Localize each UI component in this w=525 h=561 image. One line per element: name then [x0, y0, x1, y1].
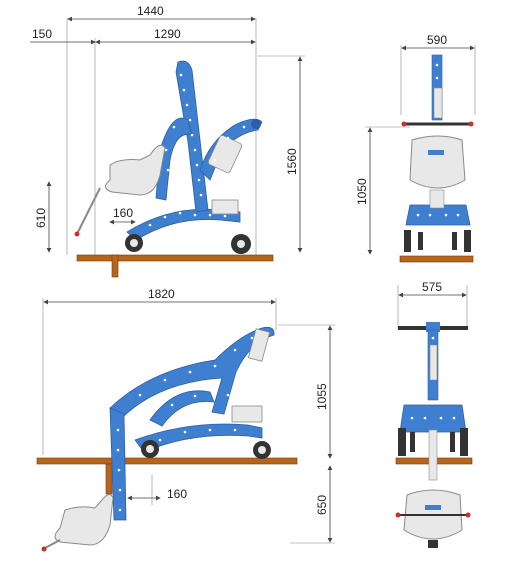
dim-overall-width: 1820	[148, 287, 175, 301]
dim-height: 1050	[355, 178, 369, 205]
dim-clearance: 160	[167, 487, 187, 501]
dim-total-height: 1560	[285, 148, 299, 175]
plank-support	[111, 254, 119, 278]
dim-front-overhang: 150	[32, 27, 52, 41]
side-view-top: 1440 150 1290 1560 610 160	[30, 4, 305, 278]
patient-lift-extended-side-icon	[41, 326, 275, 552]
dim-overall-width: 1440	[137, 4, 164, 18]
ground-plank	[36, 457, 298, 465]
front-view-top: 590 1050	[355, 33, 476, 263]
dim-height-below: 650	[315, 495, 329, 515]
front-view-bottom: 575	[395, 280, 473, 548]
ground-plank	[399, 255, 474, 263]
plank-support	[105, 463, 113, 495]
dim-height-above: 1055	[315, 383, 329, 410]
patient-lift-extended-front-icon	[395, 322, 471, 548]
side-view-bottom: 1820 1055 650 160	[36, 287, 335, 552]
dim-base-length: 1290	[154, 27, 181, 41]
dim-seat-height: 610	[34, 208, 48, 228]
dim-width: 590	[427, 33, 447, 47]
dim-clearance: 160	[113, 206, 133, 220]
patient-lift-front-icon	[401, 54, 474, 252]
ground-plank	[76, 254, 274, 262]
patient-lift-side-icon	[74, 60, 263, 254]
dim-width: 575	[422, 280, 442, 294]
